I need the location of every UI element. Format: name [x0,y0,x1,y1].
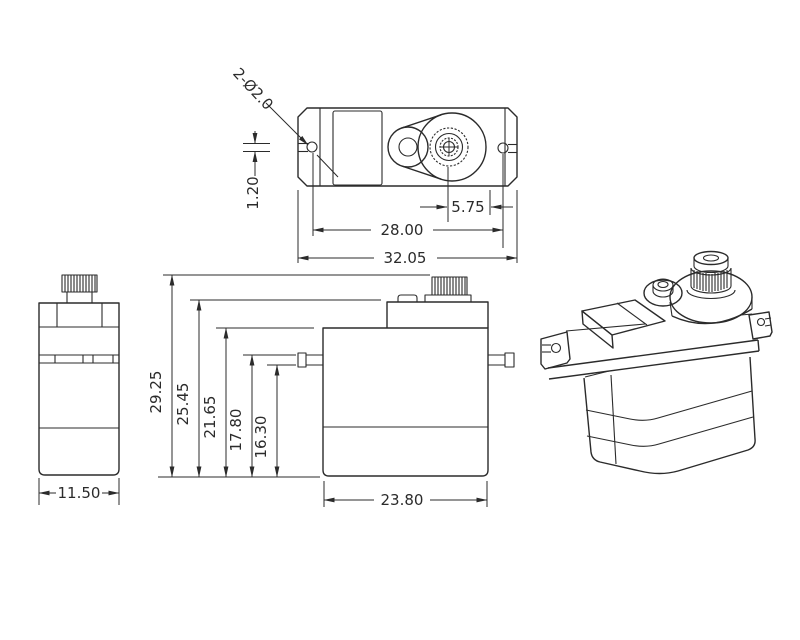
top-view-dimensions: 2-Ø2.0 1.20 5.75 28.00 32.05 [229,64,518,267]
iso-right-ear [748,311,773,340]
iso-body-corner-edge [610,374,617,465]
dim-shaft-offset: 5.75 [451,198,484,216]
idler-boss [398,137,418,157]
dim-total-height: 29.25 [147,371,165,414]
iso-flange-front-bottom [548,350,760,380]
dim-hole-spacing: 28.00 [381,221,424,239]
dim-1150-bg [56,485,102,501]
dim-overall-length: 32.05 [384,249,427,267]
front-cap-bump [397,294,418,302]
dim-slot-width: 1.20 [244,176,262,209]
top-view-outline [297,107,518,187]
top-view [297,107,518,187]
iso-housing-rim [671,308,753,325]
dim-body-top-height: 21.65 [201,396,219,439]
dim-flange-bottom-height: 16.30 [252,416,270,459]
iso-cap-front-face [581,310,614,349]
iso-cap-top-face [581,299,666,336]
side-spline-gear [61,274,98,304]
iso-left-ear [540,331,571,370]
front-view-dimensions: 29.25 25.45 21.65 17.80 16.30 23.80 [147,274,488,509]
hole-callout-leader-tail [316,154,339,178]
front-cap-outline [386,301,489,328]
side-outline [38,302,120,476]
housing-tangent-top [401,114,442,129]
iso-gear-base-ring [686,289,736,300]
iso-housing-side-left [669,301,673,317]
dim-depth: 11.50 [58,484,101,502]
iso-spline-gear [690,250,732,294]
dim-2800-bg [371,222,433,238]
iso-case-seam-lower [586,416,754,447]
front-view [297,276,515,477]
iso-flange-back-edge [565,323,646,332]
isometric-view [540,250,773,475]
iso-flange-right-end [757,339,760,352]
iso-flange-front-top [547,339,759,369]
iso-housing-small-lobe [643,279,683,307]
front-flange-right-tip [504,352,515,368]
motor-compartment [332,110,383,186]
iso-case-seam-upper [585,390,753,421]
iso-right-ear-slot-bottom [764,324,772,327]
hole-callout-leader [265,102,309,146]
dim-2380-bg [374,492,430,508]
gear-housing-large-lobe [417,112,487,182]
dim-flange-top-height: 17.80 [227,409,245,452]
iso-body-outline [583,356,756,475]
iso-cap-crease [616,302,648,326]
iso-right-ear-hole [756,317,766,327]
housing-tangent-bottom [401,165,442,180]
front-body-outline [322,327,489,477]
gear-housing-small-lobe [387,126,429,168]
front-spline-gear [424,276,472,303]
iso-left-ear-hole [550,342,562,354]
side-view: 11.50 [38,274,120,505]
front-flange-left-tip [297,352,307,368]
dim-3205-bg [374,250,437,266]
dim-cap-height: 25.45 [174,383,192,426]
iso-right-ear-slot-top [764,317,772,320]
iso-idler-boss [652,278,674,298]
mounting-hole-left [306,141,318,153]
dim-body-length: 23.80 [381,491,424,509]
output-spline [429,127,469,167]
mounting-hole-right [497,142,509,154]
